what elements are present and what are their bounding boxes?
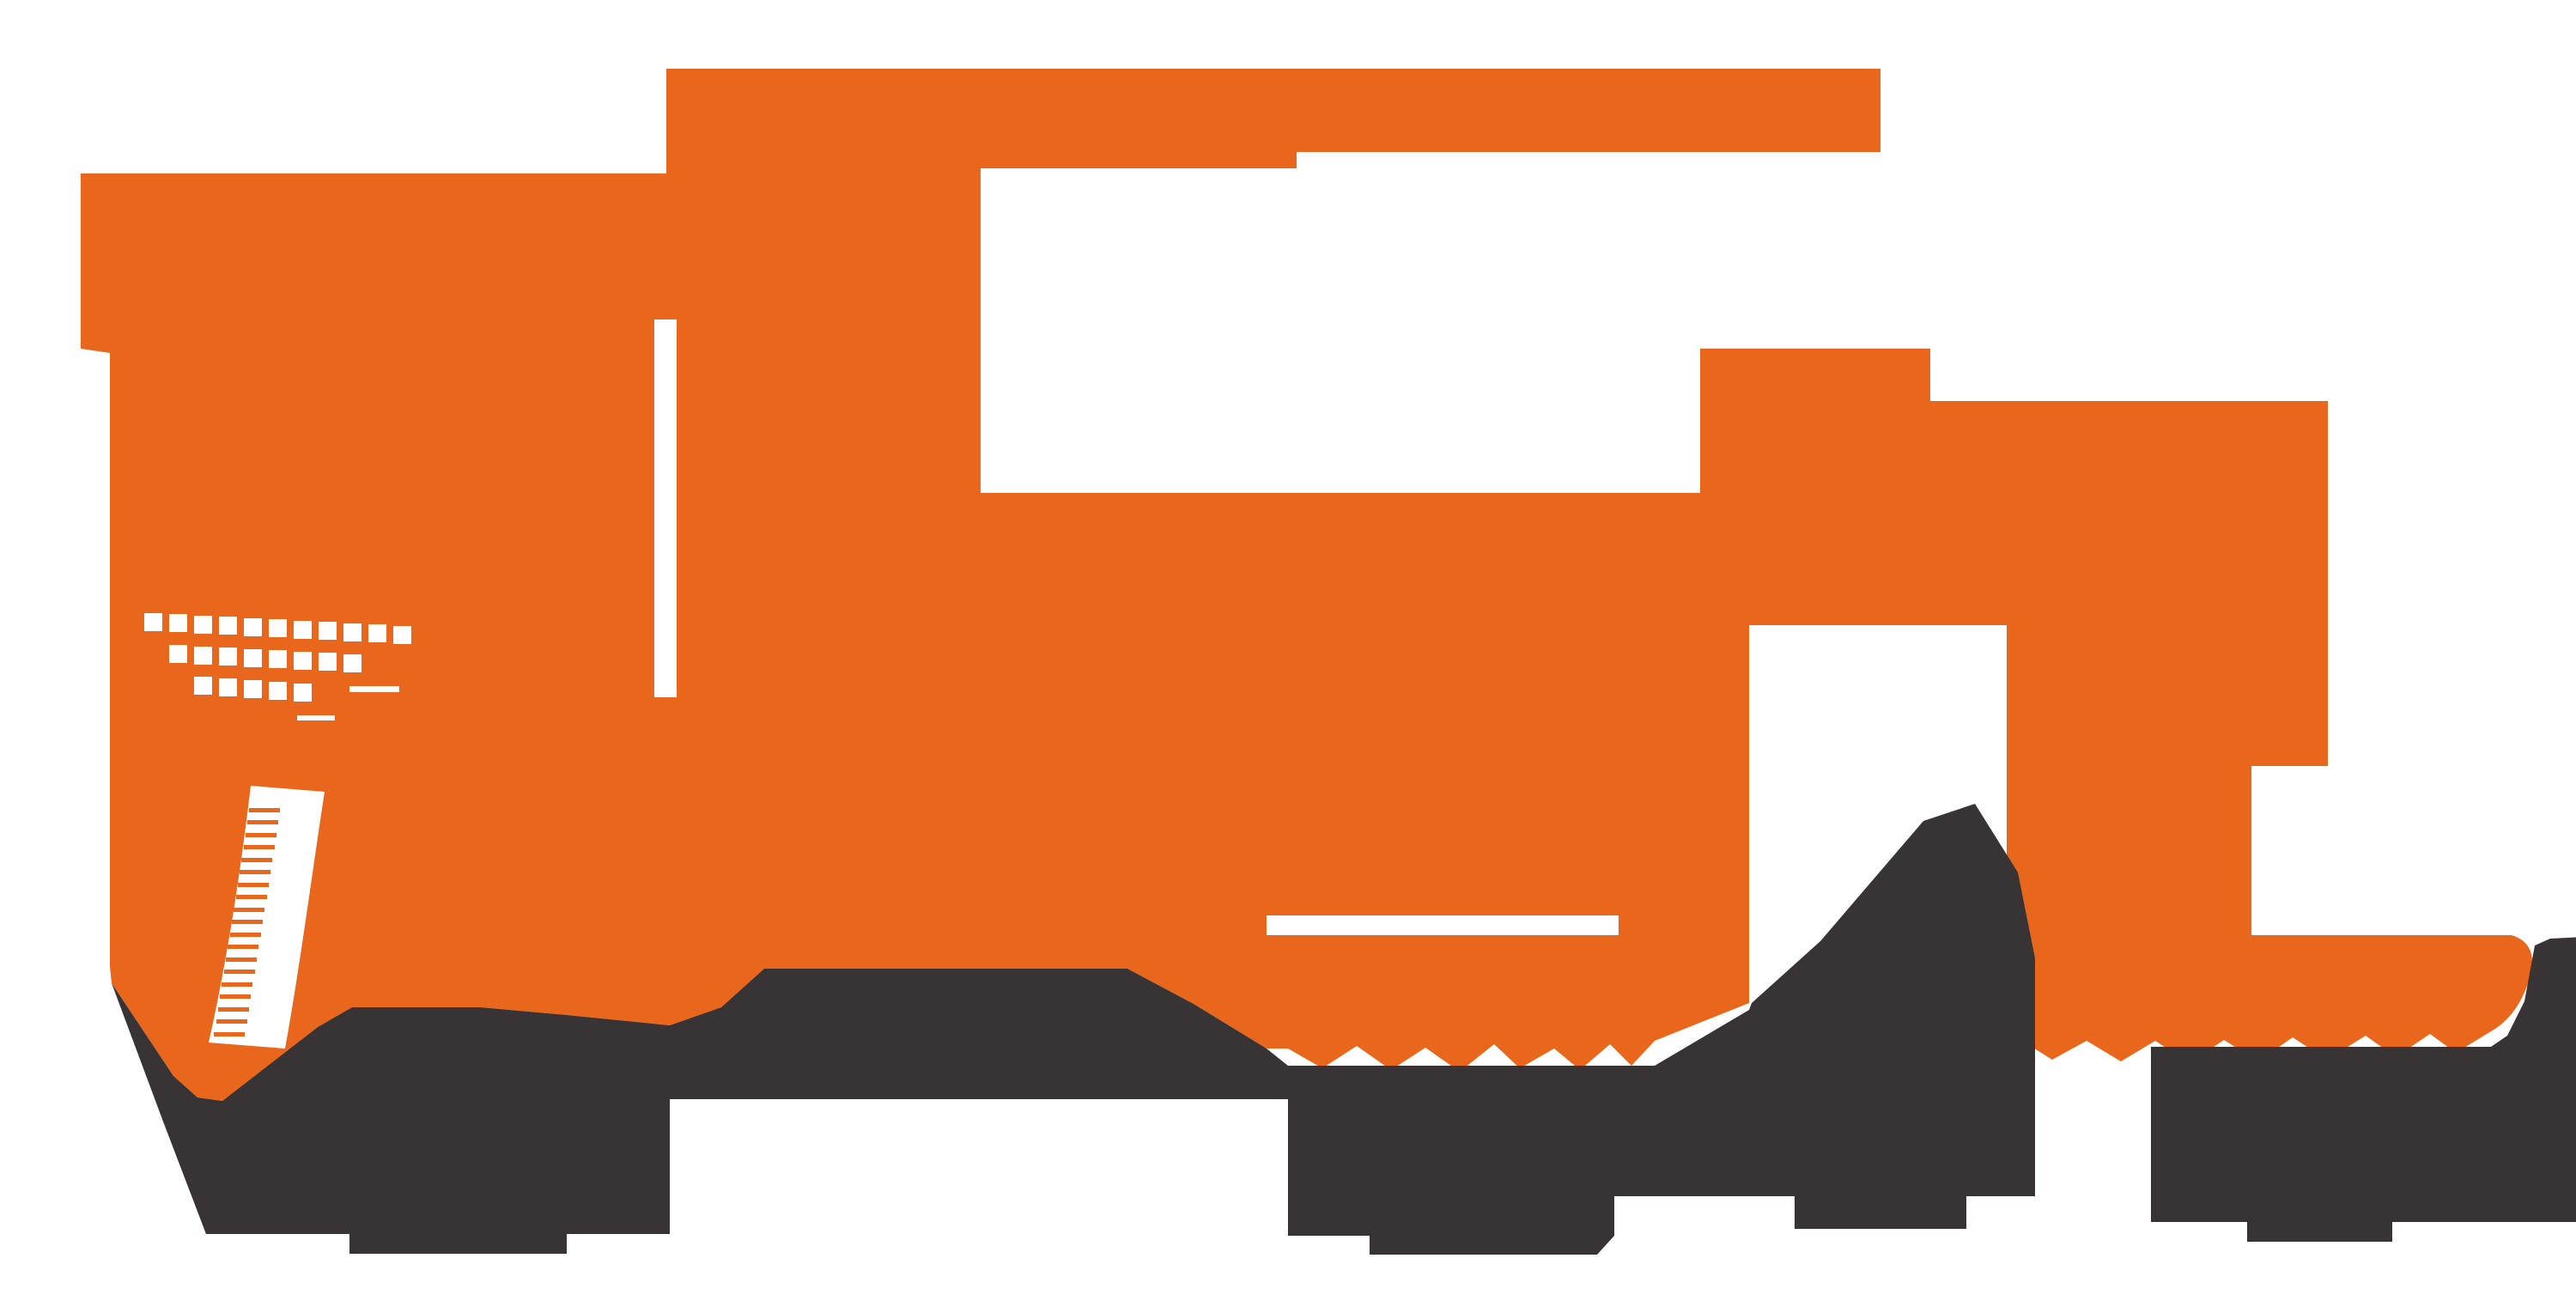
white-divider-sliver: [1267, 915, 1619, 935]
truck-illustration-canvas: [81, 69, 2576, 1255]
grille-dash: [349, 686, 399, 692]
window-slit-cutout: [654, 319, 677, 697]
truck-body: [81, 69, 2533, 1101]
grille-dash: [297, 715, 335, 720]
truck-illustration: Orange flatbed tow truck clipart: [34, 14, 2576, 1293]
front-and-rear-wheels-shadow: [112, 804, 2035, 1255]
body-cutouts-group: [144, 319, 1619, 1049]
ruler-tick-marks: [214, 808, 280, 1036]
trailer-wheels-shadow: [2151, 937, 2576, 1242]
ruler-mudflap-cutout: [209, 786, 325, 1049]
grille-dot-grid: [144, 613, 411, 720]
wheels-shadow-group: [112, 804, 2576, 1255]
truck-body-group: [81, 69, 2533, 1101]
